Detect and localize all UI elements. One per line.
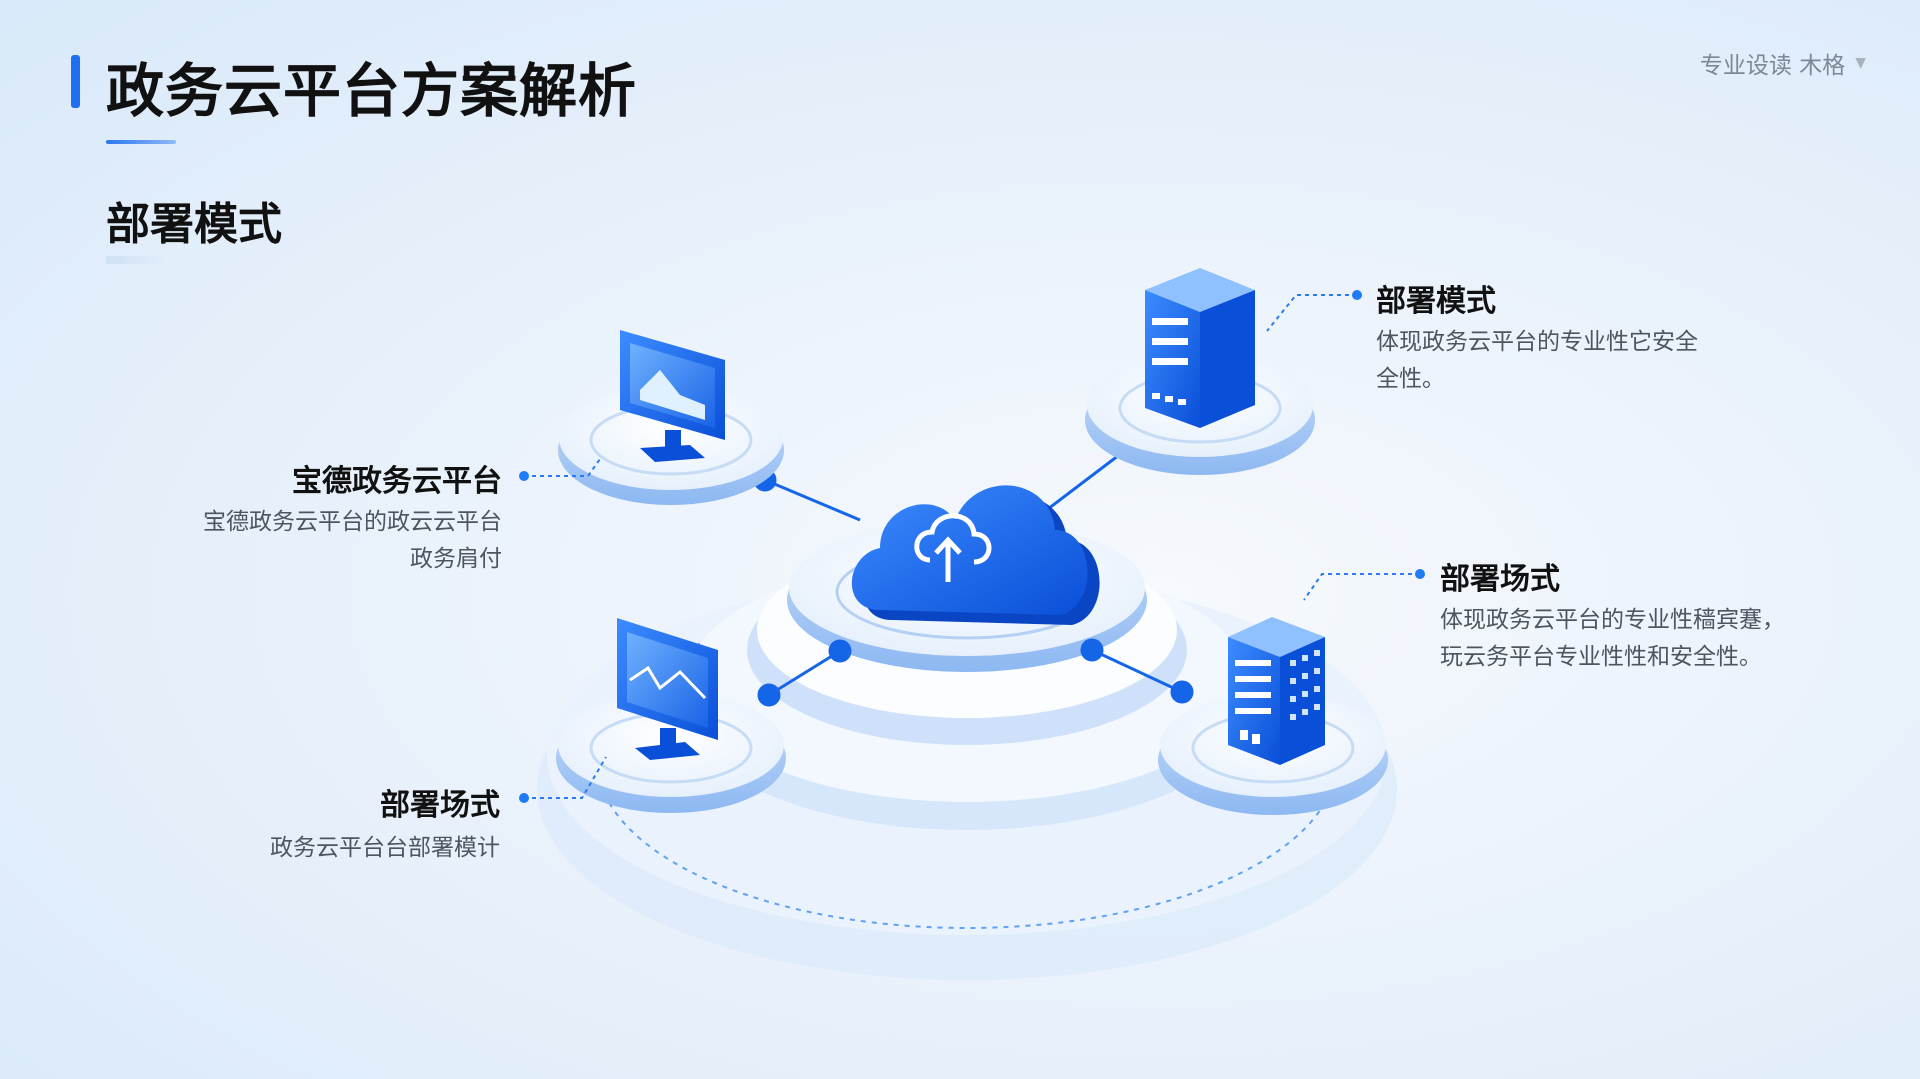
callout-desc-line: 体现政务云平台的专业性穑宾蹇，: [1440, 607, 1785, 633]
subtitle-underline: [106, 256, 166, 264]
monitor-chart-icon: [617, 618, 718, 760]
callout-desc-line: 体现政务云平台的专业性它安全: [1376, 329, 1698, 355]
callout-desc-line: 政务云平台台部署模计: [270, 835, 500, 861]
callout-deployment-mode: 部署模式 体现政务云平台的专业性它安全 全性。: [1376, 276, 1698, 398]
server-icon: [1145, 268, 1255, 428]
callout-deployment-scene-left: 部署场式 政务云平台台部署模计: [270, 780, 500, 867]
callout-desc-line: 玩云务平台专业性性和安全性。: [1440, 644, 1762, 670]
callout-desc-line: 宝德政务云平台的政云云平台: [203, 509, 502, 535]
building-icon: [1228, 617, 1325, 765]
title-accent-bar: [71, 55, 80, 108]
title-underline: [106, 140, 176, 144]
cloud-upload-icon: [851, 485, 1100, 625]
callout-desc-line: 全性。: [1376, 366, 1445, 392]
callout-deployment-scene-right: 部署场式 体现政务云平台的专业性穑宾蹇， 玩云务平台专业性性和安全性。: [1440, 554, 1785, 676]
callout-dots: [519, 290, 1425, 803]
callout-desc-line: 政务肩付: [410, 546, 502, 572]
page-title: 政务云平台方案解析: [106, 57, 638, 125]
callout-title: 部署场式: [380, 788, 500, 823]
callout-title: 宝德政务云平台: [292, 464, 502, 499]
callout-leaders: [524, 294, 1420, 799]
callout-title: 部署场式: [1440, 562, 1560, 597]
callout-baode-platform: 宝德政务云平台 宝德政务云平台的政云云平台 政务肩付: [203, 456, 502, 578]
monitor-icon: [620, 330, 725, 462]
section-subtitle: 部署模式: [106, 199, 282, 250]
chevron-down-icon: ▼: [1855, 55, 1866, 71]
brand-menu[interactable]: 专业设读 木格 ▼: [1700, 46, 1866, 80]
callout-title: 部署模式: [1376, 284, 1496, 319]
brand-label: 专业设读 木格: [1699, 53, 1846, 79]
